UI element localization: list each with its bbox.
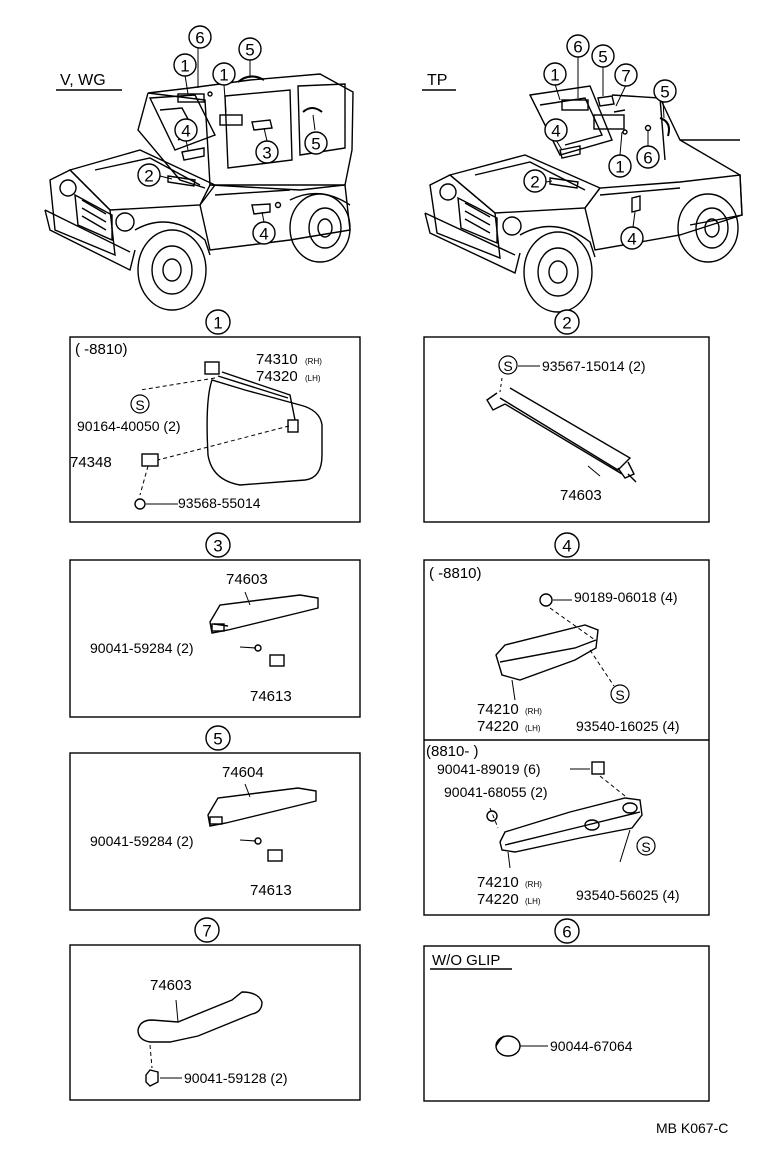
p1-rh-tag: (RH) <box>305 357 322 366</box>
assist-bar-illustration <box>486 377 637 483</box>
sun-visor-illustration <box>134 361 323 510</box>
p4-lh-tag-a: (LH) <box>525 724 541 733</box>
grip-7-illustration <box>137 991 263 1087</box>
p4-rh-tag-a: (RH) <box>525 707 542 716</box>
p6-header: W/O GLIP <box>432 952 500 969</box>
callout-left-1a: 1 <box>180 57 189 76</box>
grip-4a-illustration <box>495 593 615 701</box>
callout-left-5a: 5 <box>245 41 254 60</box>
p4-screw-b2: 90041-68055 (2) <box>444 784 548 800</box>
p2-screw: 93567-15014 (2) <box>542 358 646 374</box>
p4-rh-tag-b: (RH) <box>525 880 542 889</box>
vehicle-right-callouts: 6 5 1 7 5 4 1 6 2 4 <box>523 34 677 250</box>
section-5-box <box>69 752 361 911</box>
section-5-callout: 5 <box>213 730 222 749</box>
p2-s-mark: S <box>503 358 512 374</box>
p1-range: ( -8810) <box>75 341 128 358</box>
p1-rh-part: 74310 <box>256 351 298 368</box>
callout-left-3: 3 <box>262 144 271 163</box>
p2-bar: 74603 <box>560 487 602 504</box>
callout-right-1b: 1 <box>615 158 624 177</box>
callout-right-7: 7 <box>621 67 630 86</box>
p1-clip: 90164-40050 (2) <box>77 418 181 434</box>
callout-left-2: 2 <box>144 167 153 186</box>
p3-screw: 90041-59284 (2) <box>90 640 194 656</box>
section-2-callout: 2 <box>562 314 571 333</box>
p1-screw: 93568-55014 <box>178 495 261 511</box>
section-3-callout: 3 <box>213 537 222 556</box>
section-3-box <box>69 559 361 718</box>
section-4-callout: 4 <box>562 537 571 556</box>
callout-right-2: 2 <box>530 173 539 192</box>
section-7-callout: 7 <box>202 922 211 941</box>
callout-right-4b: 4 <box>627 230 636 249</box>
p7-screw: 90041-59128 (2) <box>184 1070 288 1086</box>
section-4-box <box>423 559 710 916</box>
p4-lh-tag-b: (LH) <box>525 897 541 906</box>
p4-s-mark-b: S <box>641 839 650 855</box>
p6-plug: 90044-67064 <box>550 1038 633 1054</box>
p4-screw-a: 93540-16025 (4) <box>576 718 680 734</box>
callout-right-4a: 4 <box>551 122 560 141</box>
p1-s-mark: S <box>135 397 144 413</box>
p3-grip: 74603 <box>226 571 268 588</box>
p4-s-mark-a: S <box>615 687 624 703</box>
section-1-box <box>69 336 361 523</box>
grip-4b-illustration <box>486 761 643 869</box>
section-6-callout: 6 <box>562 923 571 942</box>
p4-clip-b: 90041-89019 (6) <box>437 761 541 777</box>
callout-left-6: 6 <box>195 29 204 48</box>
p4-range-b: (8810- ) <box>426 743 479 760</box>
section-7-box <box>69 944 361 1101</box>
section-2-box <box>423 336 710 523</box>
vehicle-right-illustration <box>424 57 743 313</box>
p1-lh-tag: (LH) <box>305 374 321 383</box>
callout-right-6b: 6 <box>643 149 652 168</box>
p4-range-a: ( -8810) <box>429 565 482 582</box>
callout-right-5b: 5 <box>660 83 669 102</box>
p7-grip: 74603 <box>150 977 192 994</box>
p4-lh-a: 74220 <box>477 718 519 735</box>
vehicle-left-label: V, WG <box>60 72 106 89</box>
callout-left-4a: 4 <box>181 122 190 141</box>
hole-plug-illustration <box>495 1035 548 1057</box>
callout-right-5a: 5 <box>598 48 607 67</box>
p5-cap: 74613 <box>250 882 292 899</box>
p5-screw: 90041-59284 (2) <box>90 833 194 849</box>
grip-5-illustration <box>207 783 317 862</box>
grip-3-illustration <box>209 591 319 667</box>
p3-cap: 74613 <box>250 688 292 705</box>
p4-screw-b: 93540-56025 (4) <box>576 887 680 903</box>
p1-lh-part: 74320 <box>256 368 298 385</box>
vehicle-right-label: TP <box>427 72 447 89</box>
p4-rh-b: 74210 <box>477 874 519 891</box>
section-1-callout: 1 <box>213 314 222 333</box>
section-6-box <box>423 945 710 1102</box>
p4-nut-a: 90189-06018 (4) <box>574 589 678 605</box>
p5-grip: 74604 <box>222 764 264 781</box>
p4-lh-b: 74220 <box>477 891 519 908</box>
callout-left-5b: 5 <box>311 135 320 154</box>
callout-left-1b: 1 <box>219 66 228 85</box>
vehicle-left-callouts: 6 5 1 1 4 3 5 2 4 <box>137 25 328 245</box>
callout-left-4b: 4 <box>259 225 268 244</box>
p1-holder: 74348 <box>70 454 112 471</box>
diagram-code: MB K067-C <box>656 1120 728 1136</box>
callout-right-1a: 1 <box>550 66 559 85</box>
vehicle-left-illustration <box>44 48 354 311</box>
callout-right-6a: 6 <box>573 38 582 57</box>
p4-rh-a: 74210 <box>477 701 519 718</box>
